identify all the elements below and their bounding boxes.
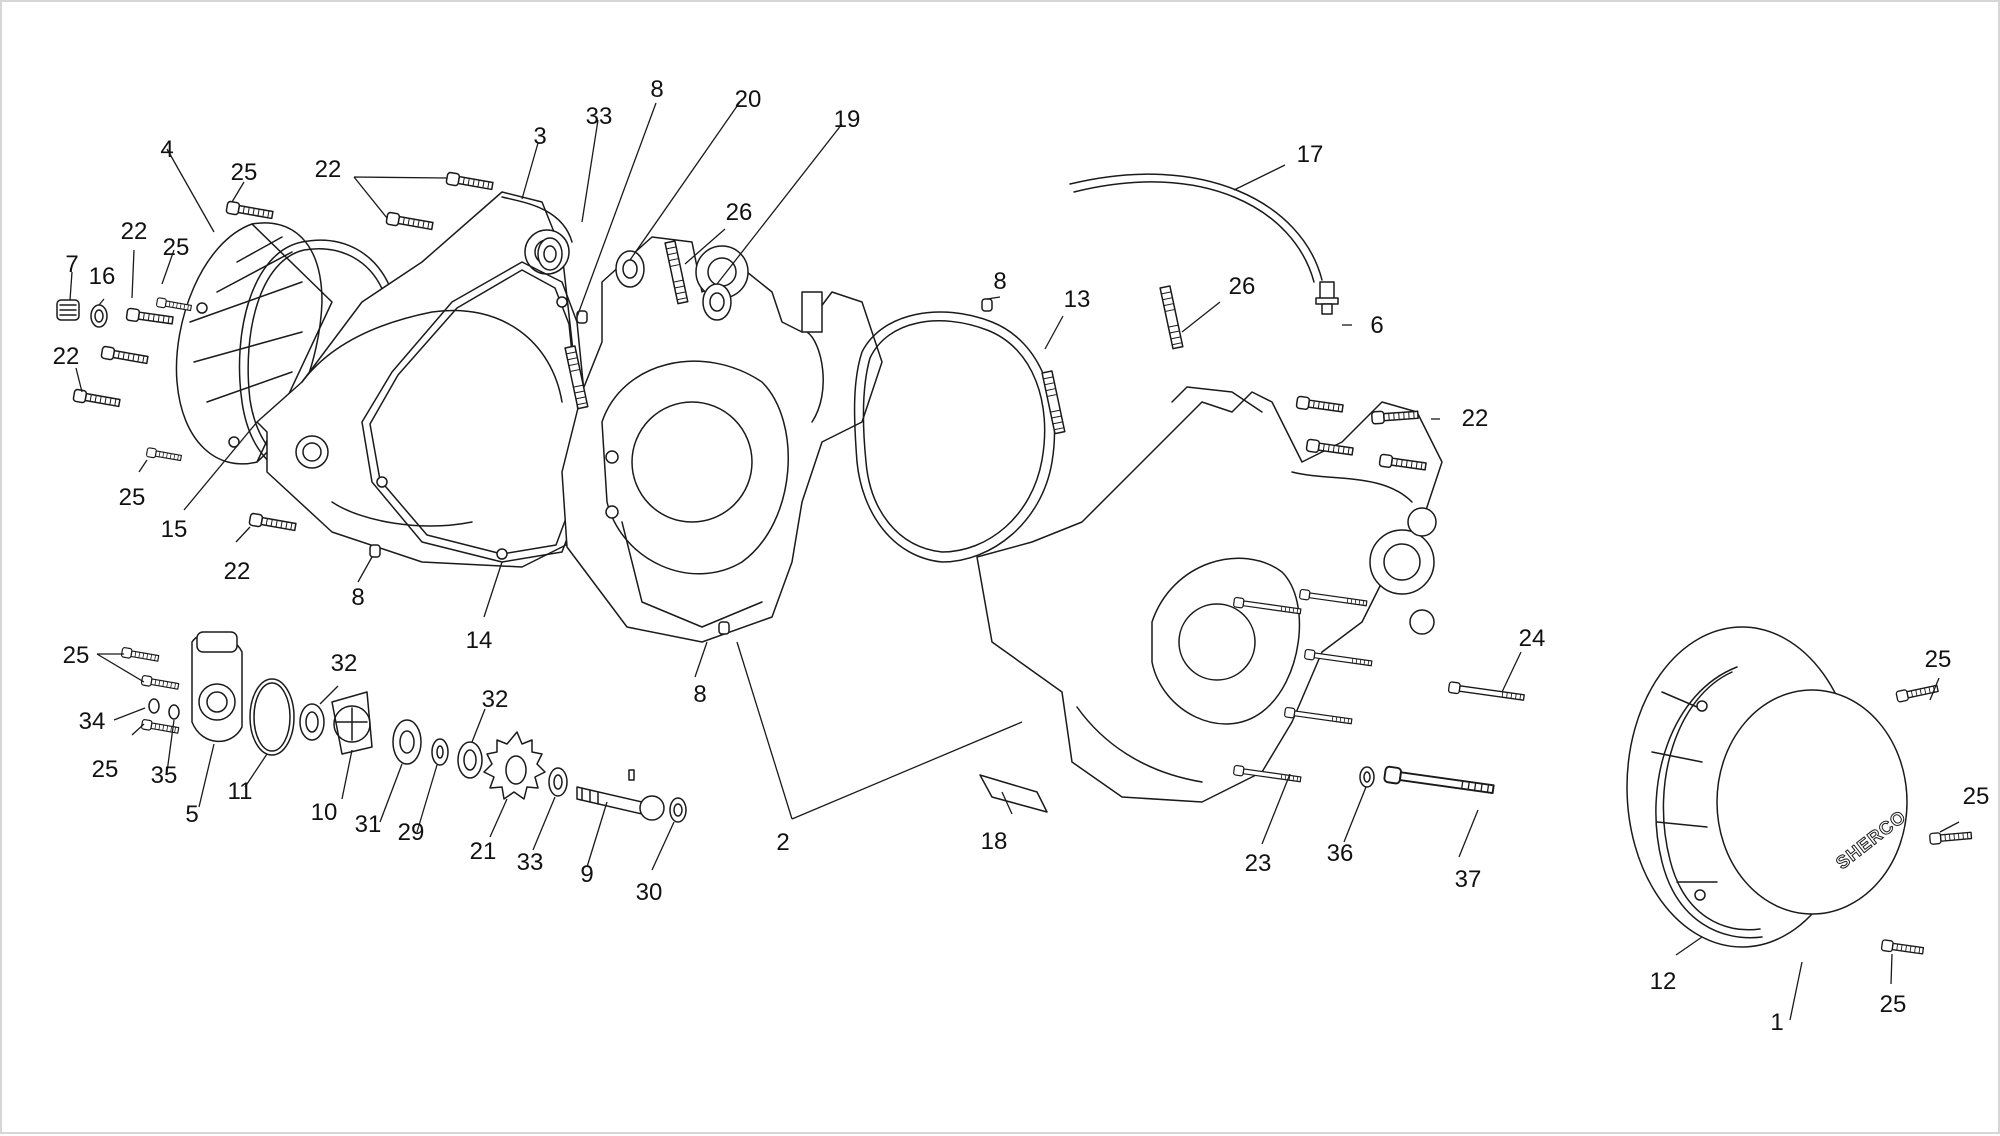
breather-pipe-17 <box>1069 173 1323 283</box>
bearing-31 <box>392 719 422 765</box>
callout-11: 11 <box>228 778 253 805</box>
o-ring-11 <box>249 678 295 756</box>
callout-25-pump-upper: 25 <box>63 642 90 669</box>
seal-ring-16 <box>90 304 108 328</box>
callout-23: 23 <box>1245 850 1272 877</box>
callout-16: 16 <box>89 263 116 290</box>
callout-9: 9 <box>580 861 593 888</box>
callout-17: 17 <box>1297 141 1324 168</box>
callout-25-left: 25 <box>163 234 190 261</box>
callout-8-right: 8 <box>993 268 1006 295</box>
callout-8-left: 8 <box>351 584 364 611</box>
callout-1: 1 <box>1770 1009 1783 1036</box>
callout-29: 29 <box>398 819 425 846</box>
washer-30 <box>669 797 687 823</box>
washer-36 <box>1359 766 1375 788</box>
callout-5: 5 <box>185 801 198 828</box>
ignition-cover-gasket-12 <box>1655 666 1763 939</box>
callout-25-cover-upper: 25 <box>1925 646 1952 673</box>
crankcase-right-half-2 <box>976 386 1443 803</box>
seal-32b <box>457 741 483 779</box>
callout-4: 4 <box>160 136 173 163</box>
callout-20: 20 <box>735 86 762 113</box>
callout-22-bottom: 22 <box>224 558 251 585</box>
callout-6: 6 <box>1370 312 1383 339</box>
base-gasket-13 <box>853 311 1056 563</box>
callout-34: 34 <box>79 708 106 735</box>
callout-25-top: 25 <box>231 159 258 186</box>
callout-8-center: 8 <box>693 681 706 708</box>
callout-19: 19 <box>834 106 861 133</box>
callout-33-top: 33 <box>586 103 613 130</box>
gear-21 <box>483 731 546 800</box>
ignition-cover-1: SHERCO <box>1626 626 1910 948</box>
crankcase-half-cover-3 <box>256 191 583 568</box>
callout-22-top: 22 <box>315 156 342 183</box>
callout-25-left-lower: 25 <box>119 484 146 511</box>
nipple-6 <box>1315 281 1339 315</box>
callout-10: 10 <box>311 799 338 826</box>
callout-7: 7 <box>65 251 78 278</box>
washer-35 <box>168 704 180 720</box>
callout-30: 30 <box>636 879 663 906</box>
callout-12: 12 <box>1650 968 1677 995</box>
callout-labels: 1 2 3 4 5 6 7 8 8 8 8 9 10 11 12 13 14 1… <box>53 76 1990 1036</box>
callout-22-left-upper: 22 <box>121 218 148 245</box>
callout-3: 3 <box>533 123 546 150</box>
callout-18: 18 <box>981 828 1008 855</box>
callout-36: 36 <box>1327 840 1354 867</box>
seal-32a <box>299 703 325 741</box>
seal-19 <box>702 283 732 321</box>
callout-21: 21 <box>470 838 497 865</box>
callout-26-right: 26 <box>1229 273 1256 300</box>
washer-34 <box>148 698 160 714</box>
water-pump-cover-5 <box>191 631 243 743</box>
crankcase-left-half-2 <box>561 236 883 643</box>
callout-26-left: 26 <box>726 199 753 226</box>
impeller-10 <box>331 691 373 755</box>
callout-35: 35 <box>151 762 178 789</box>
callout-32-right: 32 <box>482 686 509 713</box>
leader-lines <box>69 98 1960 1021</box>
callout-25-cover-mid: 25 <box>1963 783 1990 810</box>
callout-8-top: 8 <box>650 76 663 103</box>
callout-31: 31 <box>355 811 382 838</box>
callout-22-left-lower: 22 <box>53 343 80 370</box>
seal-33-top <box>537 237 563 271</box>
callout-15: 15 <box>161 516 188 543</box>
washer-33 <box>548 767 568 797</box>
plug-7 <box>56 299 80 321</box>
washer-29 <box>431 738 449 766</box>
callout-32-left: 32 <box>331 650 358 677</box>
bearing-20 <box>615 250 645 288</box>
callout-25-pump-lower: 25 <box>92 756 119 783</box>
pump-shaft-9 <box>576 769 665 821</box>
label-18 <box>979 774 1048 813</box>
callout-2: 2 <box>776 829 789 856</box>
callout-37: 37 <box>1455 866 1482 893</box>
callout-33-bottom: 33 <box>517 849 544 876</box>
callout-24: 24 <box>1519 625 1546 652</box>
callout-25-cover-lower: 25 <box>1880 991 1907 1018</box>
callout-13: 13 <box>1064 286 1091 313</box>
callout-14: 14 <box>466 627 493 654</box>
callout-22-right: 22 <box>1462 405 1489 432</box>
